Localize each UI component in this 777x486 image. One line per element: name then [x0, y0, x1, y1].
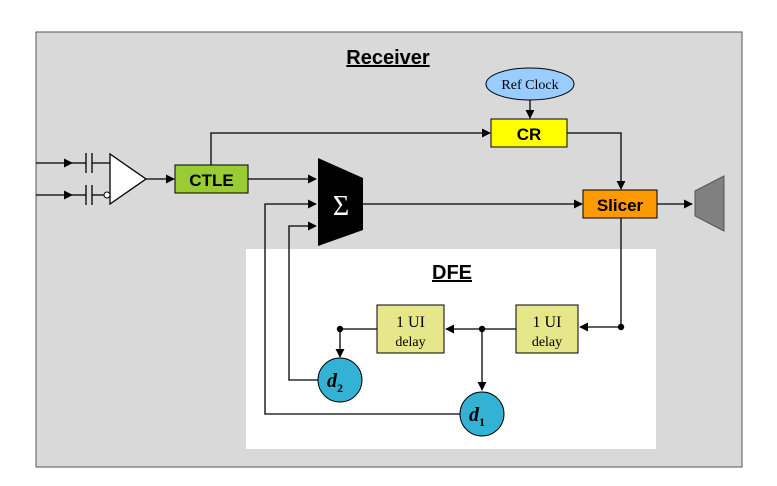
delay-right-bottom: delay: [532, 335, 562, 350]
input-stage: [36, 153, 110, 205]
input-buffer: [103, 152, 148, 206]
slicer-block: Slicer: [582, 189, 658, 219]
delay-block-right: 1 UI delay: [515, 304, 579, 354]
dfe-panel: [246, 249, 656, 449]
wire-cr-slicer: [567, 132, 626, 190]
ctle-label: CTLE: [189, 171, 233, 190]
tap-d2-subscript: 2: [337, 381, 343, 395]
dfe-title: DFE: [432, 262, 472, 284]
output-port: [694, 175, 725, 232]
slicer-label: Slicer: [597, 196, 644, 215]
ref-clock-label: Ref Clock: [501, 78, 558, 93]
svg-text:d1: d1: [469, 404, 485, 429]
wire-d2-summer: [288, 221, 318, 381]
tap-d2-letter: d: [327, 370, 338, 392]
summer-block: Σ: [318, 158, 363, 246]
wire-d1-summer: [264, 199, 460, 415]
tap-d1-letter: d: [469, 404, 480, 426]
tap-d2: d2: [317, 357, 363, 403]
junction-slicer: [617, 323, 625, 331]
cr-block: CR: [490, 118, 568, 148]
delay-left-bottom: delay: [395, 335, 425, 350]
ref-clock-block: Ref Clock: [485, 67, 575, 101]
delay-right-top: 1 UI: [533, 314, 562, 331]
ctle-block: CTLE: [174, 164, 249, 194]
svg-text:d2: d2: [327, 370, 343, 395]
wire-ctle-cr: [210, 128, 491, 165]
cr-label: CR: [517, 125, 542, 144]
summer-symbol: Σ: [333, 191, 349, 222]
delay-block-left: 1 UI delay: [376, 304, 445, 354]
receiver-title: Receiver: [346, 47, 430, 69]
delay-left-top: 1 UI: [396, 314, 425, 331]
tap-d1-subscript: 1: [479, 415, 485, 429]
tap-d1: d1: [459, 391, 505, 437]
